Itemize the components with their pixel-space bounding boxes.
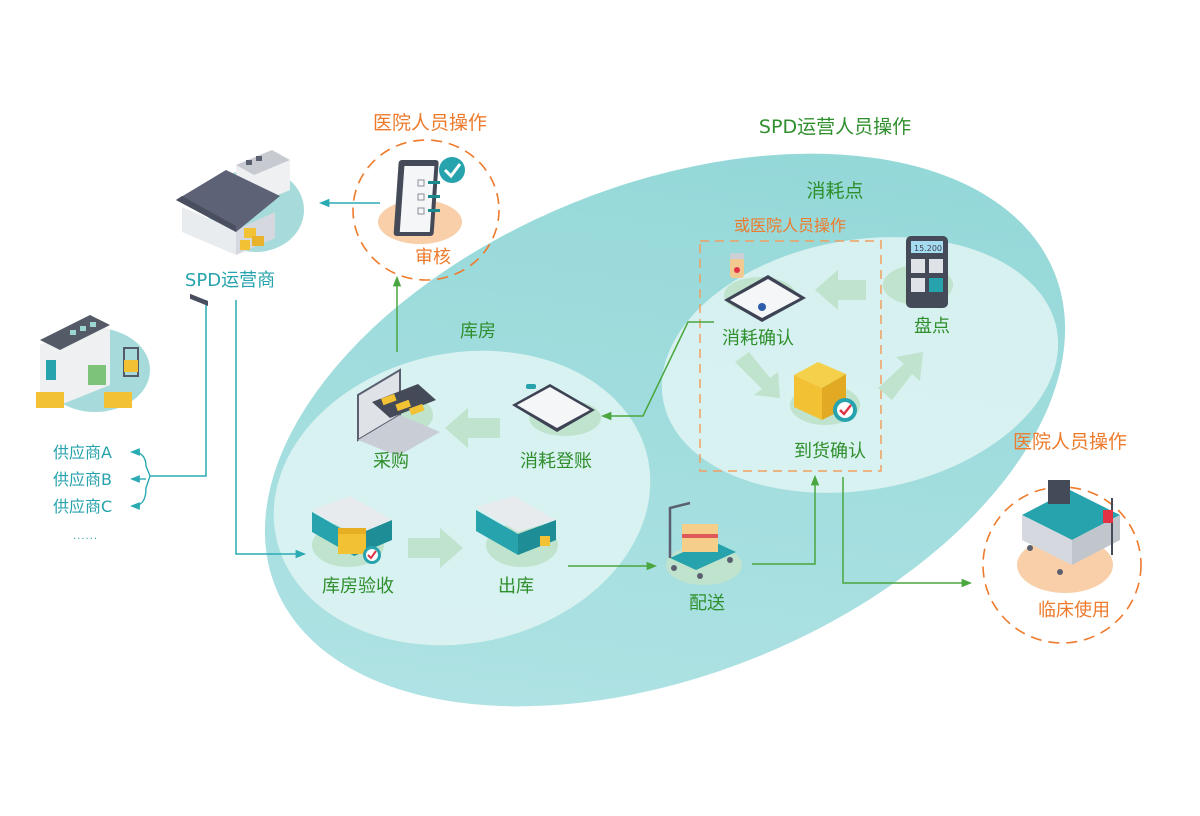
hospital-ops-label-top: 医院人员操作 (372, 112, 488, 134)
node-consumption-ledger-label: 消耗登账 (520, 451, 592, 472)
purchase-laptop-icon (357, 368, 440, 456)
arrow-delivery-to-arrival (752, 474, 820, 565)
node-delivery-label: 配送 (689, 593, 725, 614)
arrow-arrival-to-clinical (842, 477, 973, 588)
supplier-a-label: 供应商A (53, 443, 112, 462)
audit-dashed-circle (352, 139, 500, 281)
node-spd-operator-label: SPD运营商 (184, 270, 276, 291)
delivery-cart-icon (666, 501, 742, 585)
consumption-point-label: 消耗点 (806, 180, 864, 202)
supplier-warehouse-icon (36, 315, 150, 412)
hospital-bed-icon (1017, 480, 1120, 593)
hospital-or-spd-box (699, 240, 882, 472)
line-spd-to-suppliers (150, 300, 207, 477)
flow-arrow-acceptance-to-outbound (408, 528, 463, 568)
flow-arrow-arrival-to-count (878, 352, 923, 400)
arrow-spd-to-acceptance (235, 300, 307, 559)
warehouse-acceptance-icon (312, 496, 392, 567)
node-consumption-confirm-label: 消耗确认 (722, 328, 794, 349)
node-outbound-label: 出库 (498, 576, 534, 597)
calculator-display: 15.200 (914, 244, 942, 253)
node-clinical-use-label: 临床使用 (1038, 600, 1110, 621)
bracket-suppliers (132, 451, 151, 507)
outbound-warehouse-icon (476, 496, 558, 567)
flow-arrow-ledger-to-purchase (445, 408, 500, 448)
node-arrival-confirm-label: 到货确认 (794, 441, 866, 462)
arrival-confirm-box-icon (790, 362, 860, 425)
node-purchase-label: 采购 (373, 451, 409, 472)
flow-arrow-count-to-confirm (815, 270, 866, 310)
consumption-confirm-clipboard-icon (724, 253, 806, 322)
node-warehouse-acceptance-label: 库房验收 (322, 576, 394, 597)
consumption-ledger-clipboard-icon (512, 384, 601, 436)
suppliers-more: ...... (73, 531, 99, 542)
node-inventory-count-label: 盘点 (914, 316, 950, 337)
supplier-b-label: 供应商B (53, 470, 112, 489)
node-audit-label: 审核 (415, 247, 451, 268)
hospital-ops-label-right: 医院人员操作 (1012, 431, 1128, 453)
spd-ops-title: SPD运营人员操作 (758, 116, 912, 138)
supplier-c-label: 供应商C (53, 497, 113, 516)
flow-arrow-confirm-to-arrival (735, 352, 780, 398)
spd-operator-warehouse-icon (176, 150, 304, 307)
arrow-confirm-to-ledger (600, 321, 714, 421)
inventory-calculator-icon: 15.200 (883, 236, 953, 308)
warehouse-region-label: 库房 (460, 321, 496, 342)
or-hospital-ops-label: 或医院人员操作 (733, 216, 847, 235)
audit-clipboard-icon (378, 157, 465, 244)
